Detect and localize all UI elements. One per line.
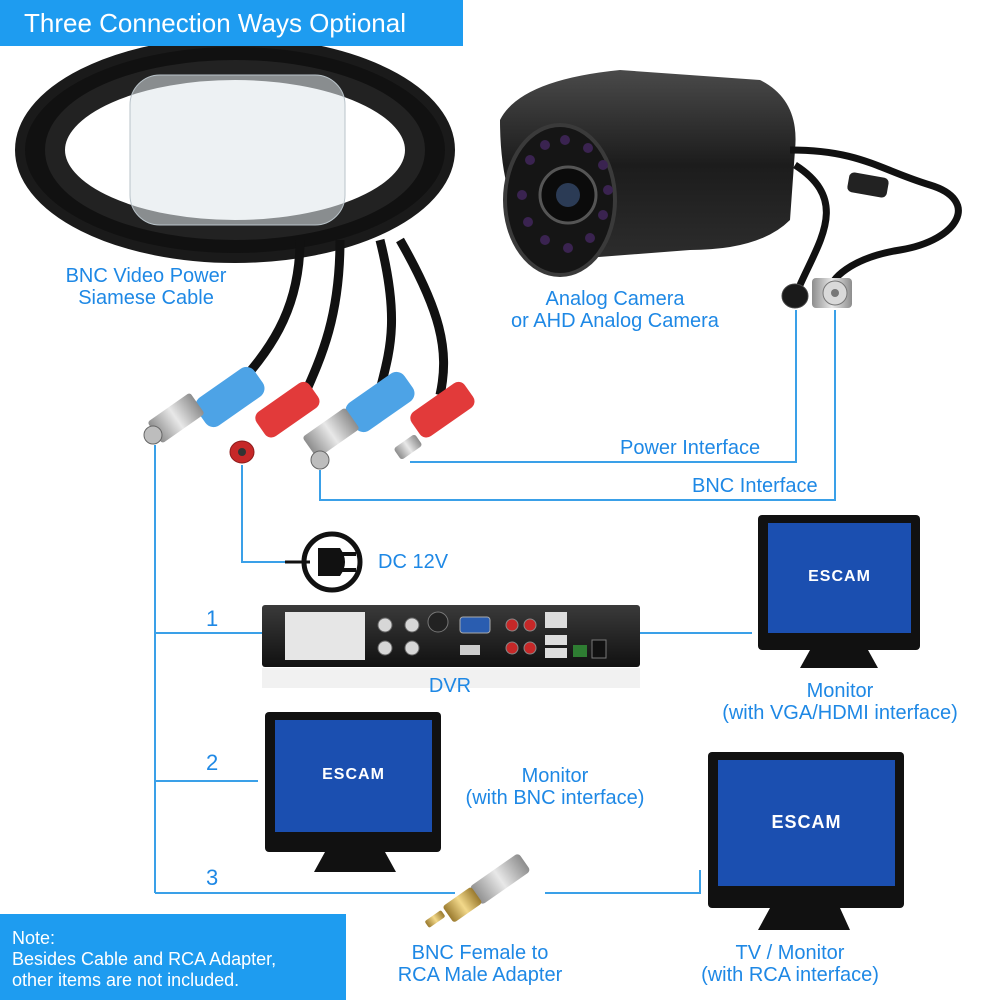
bnc-connector-left xyxy=(143,366,265,445)
bnc-connector-right xyxy=(303,371,415,470)
monitor-vga-label-line2: (with VGA/HDMI interface) xyxy=(722,702,958,724)
monitor-bnc-label: Monitor (with BNC interface) xyxy=(445,765,665,809)
monitor-vga-label-line1: Monitor xyxy=(806,680,874,702)
connection-number-2: 2 xyxy=(206,750,219,775)
monitor-vga-label: Monitor (with VGA/HDMI interface) xyxy=(690,680,990,724)
note-title: Note: xyxy=(12,928,56,948)
dc-label: DC 12V xyxy=(378,551,449,573)
bnc-interface-label: BNC Interface xyxy=(692,475,818,497)
tv-label-line2: (with RCA interface) xyxy=(701,964,879,986)
brand-logo-tv: ESCAM xyxy=(771,812,842,832)
note-line-2: Besides Cable and RCA Adapter, xyxy=(12,949,277,969)
note-line-3: other items are not included. xyxy=(12,970,240,990)
connection-number-1: 1 xyxy=(206,606,219,631)
monitor-bnc-label-line1: Monitor xyxy=(521,765,589,787)
dc-connector-right xyxy=(394,381,475,460)
tv-label: TV / Monitor (with RCA interface) xyxy=(680,942,900,986)
cable-label: BNC Video Power Siamese Cable xyxy=(46,265,246,309)
dvr-label: DVR xyxy=(428,675,472,697)
adapter-label: BNC Female to RCA Male Adapter xyxy=(380,942,580,986)
camera-label-line2: or AHD Analog Camera xyxy=(511,310,719,332)
brand-logo-monitor-vga: ESCAM xyxy=(808,568,871,585)
connection-lines xyxy=(154,310,836,894)
camera-label-line1: Analog Camera xyxy=(545,288,685,310)
monitor-vga-image xyxy=(758,515,920,668)
tv-monitor-image xyxy=(708,752,904,930)
monitor-bnc-image xyxy=(265,712,441,872)
brand-logo-monitor-bnc: ESCAM xyxy=(322,766,385,783)
cable-coil-image xyxy=(15,37,455,407)
note-box: Note: Besides Cable and RCA Adapter, oth… xyxy=(0,914,346,1000)
rca-adapter-image xyxy=(425,854,530,928)
monitor-bnc-label-line2: (with BNC interface) xyxy=(465,787,645,809)
dvr-image xyxy=(262,605,640,688)
connection-number-3: 3 xyxy=(206,865,219,890)
cable-label-line2: Siamese Cable xyxy=(78,287,214,309)
adapter-label-line2: RCA Male Adapter xyxy=(397,964,563,986)
tv-label-line1: TV / Monitor xyxy=(735,942,845,964)
page-title: Three Connection Ways Optional xyxy=(0,0,463,46)
cable-label-line1: BNC Video Power xyxy=(65,265,227,287)
dc-connector-left xyxy=(229,381,320,464)
adapter-label-line1: BNC Female to xyxy=(411,942,549,964)
power-plug-icon xyxy=(285,531,363,593)
power-interface-label: Power Interface xyxy=(620,437,761,459)
analog-camera-image xyxy=(500,70,962,309)
camera-label: Analog Camera or AHD Analog Camera xyxy=(490,288,740,332)
